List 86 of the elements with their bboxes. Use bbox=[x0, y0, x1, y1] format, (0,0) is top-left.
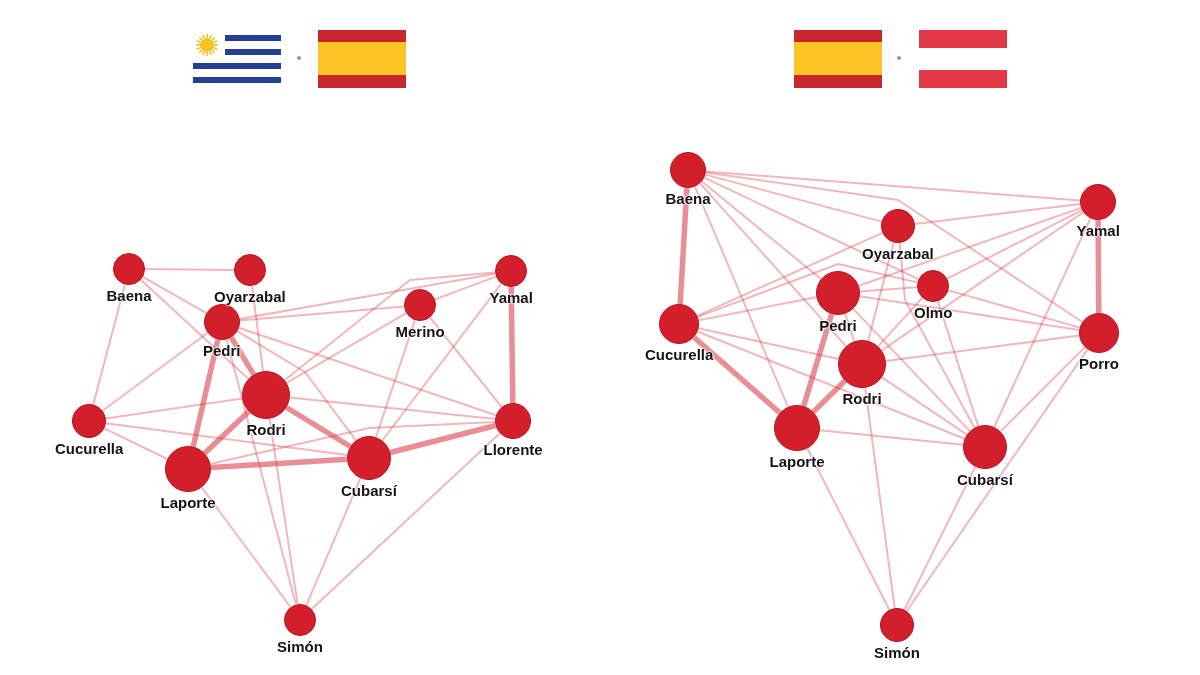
pass-line bbox=[104, 397, 244, 420]
pass-line bbox=[704, 173, 883, 223]
pass-line bbox=[864, 386, 896, 610]
pass-line bbox=[190, 338, 221, 448]
pass-line bbox=[999, 346, 1086, 433]
player-name: Yamal bbox=[1076, 222, 1120, 239]
player-name: Oyarzabal bbox=[214, 288, 286, 305]
pass-line bbox=[936, 300, 980, 428]
player-name: Pedri bbox=[203, 342, 241, 359]
pass-line bbox=[381, 282, 503, 442]
pass-line bbox=[694, 185, 789, 408]
player-name: Rodri bbox=[246, 421, 286, 438]
pass-line bbox=[898, 241, 976, 429]
pass-line bbox=[858, 295, 1081, 331]
pass-line bbox=[508, 286, 516, 404]
pass-line bbox=[867, 241, 895, 342]
pass-line bbox=[811, 378, 847, 414]
pass-line bbox=[905, 348, 1089, 612]
player-name: Cubarsí bbox=[341, 482, 397, 499]
pass-line bbox=[852, 307, 971, 433]
pass-line bbox=[268, 417, 299, 606]
pass-line bbox=[238, 326, 497, 417]
player-name: Porro bbox=[1079, 355, 1119, 372]
player-name: Baena bbox=[665, 190, 711, 207]
pass-line bbox=[697, 327, 840, 360]
pass-line bbox=[200, 486, 292, 609]
pass-line bbox=[389, 422, 497, 456]
pass-line bbox=[696, 330, 966, 440]
pass-line bbox=[858, 286, 918, 293]
pass-line bbox=[880, 211, 1085, 352]
pass-line bbox=[692, 335, 782, 415]
pass-line bbox=[139, 278, 250, 380]
pass-line bbox=[696, 263, 919, 318]
pass-line bbox=[283, 271, 497, 381]
pass-line bbox=[288, 396, 497, 421]
pass-line bbox=[209, 420, 496, 465]
player-name: Merino bbox=[395, 323, 445, 340]
pass-line bbox=[144, 268, 235, 271]
pass-line bbox=[806, 447, 891, 611]
pass-line bbox=[210, 456, 348, 471]
pass-line bbox=[238, 272, 497, 320]
pass-line bbox=[696, 231, 884, 317]
player-name: Cucurella bbox=[55, 440, 124, 457]
pass-line bbox=[913, 203, 1082, 225]
pass-line bbox=[857, 206, 1082, 287]
player-name: Oyarzabal bbox=[862, 245, 934, 262]
pass-line bbox=[104, 422, 349, 457]
pass-line bbox=[818, 429, 965, 446]
player-name: Laporte bbox=[160, 494, 216, 511]
pass-line bbox=[700, 180, 822, 281]
pass-line bbox=[434, 275, 497, 301]
player-name: Baena bbox=[106, 287, 152, 304]
pass-line bbox=[993, 217, 1092, 428]
pass-line bbox=[141, 275, 208, 315]
player-name: Simón bbox=[874, 644, 920, 661]
pass-line bbox=[677, 187, 690, 305]
pass-line bbox=[699, 182, 847, 348]
player-name: Yamal bbox=[489, 289, 533, 306]
pass-line bbox=[92, 283, 126, 406]
player-name: Simón bbox=[277, 638, 323, 655]
pass-line bbox=[704, 170, 1082, 202]
pass-line bbox=[429, 316, 503, 408]
pass-line bbox=[238, 305, 406, 322]
pass-line bbox=[101, 331, 209, 412]
pass-line bbox=[903, 465, 977, 611]
pass-line bbox=[703, 176, 920, 281]
player-name: Pedri bbox=[819, 317, 857, 334]
pass-line bbox=[880, 376, 968, 436]
pass-line bbox=[285, 312, 408, 384]
pass-line bbox=[697, 296, 818, 322]
pass-line bbox=[844, 312, 856, 343]
pass-line bbox=[305, 477, 362, 607]
pass-line bbox=[884, 334, 1081, 362]
pass-line bbox=[251, 284, 264, 373]
pass-line bbox=[947, 289, 1081, 329]
player-name: Llorente bbox=[483, 441, 543, 458]
pass-line bbox=[236, 330, 357, 442]
player-name: Cubarsí bbox=[957, 471, 1013, 488]
player-name: Laporte bbox=[769, 453, 825, 470]
player-name: Rodri bbox=[842, 390, 882, 407]
pass-line bbox=[704, 171, 1084, 323]
pass-line bbox=[310, 432, 501, 611]
player-name: Olmo bbox=[914, 304, 953, 321]
pass-line bbox=[946, 209, 1083, 280]
player-name: Cucurella bbox=[645, 346, 714, 363]
pass-line bbox=[375, 319, 416, 439]
